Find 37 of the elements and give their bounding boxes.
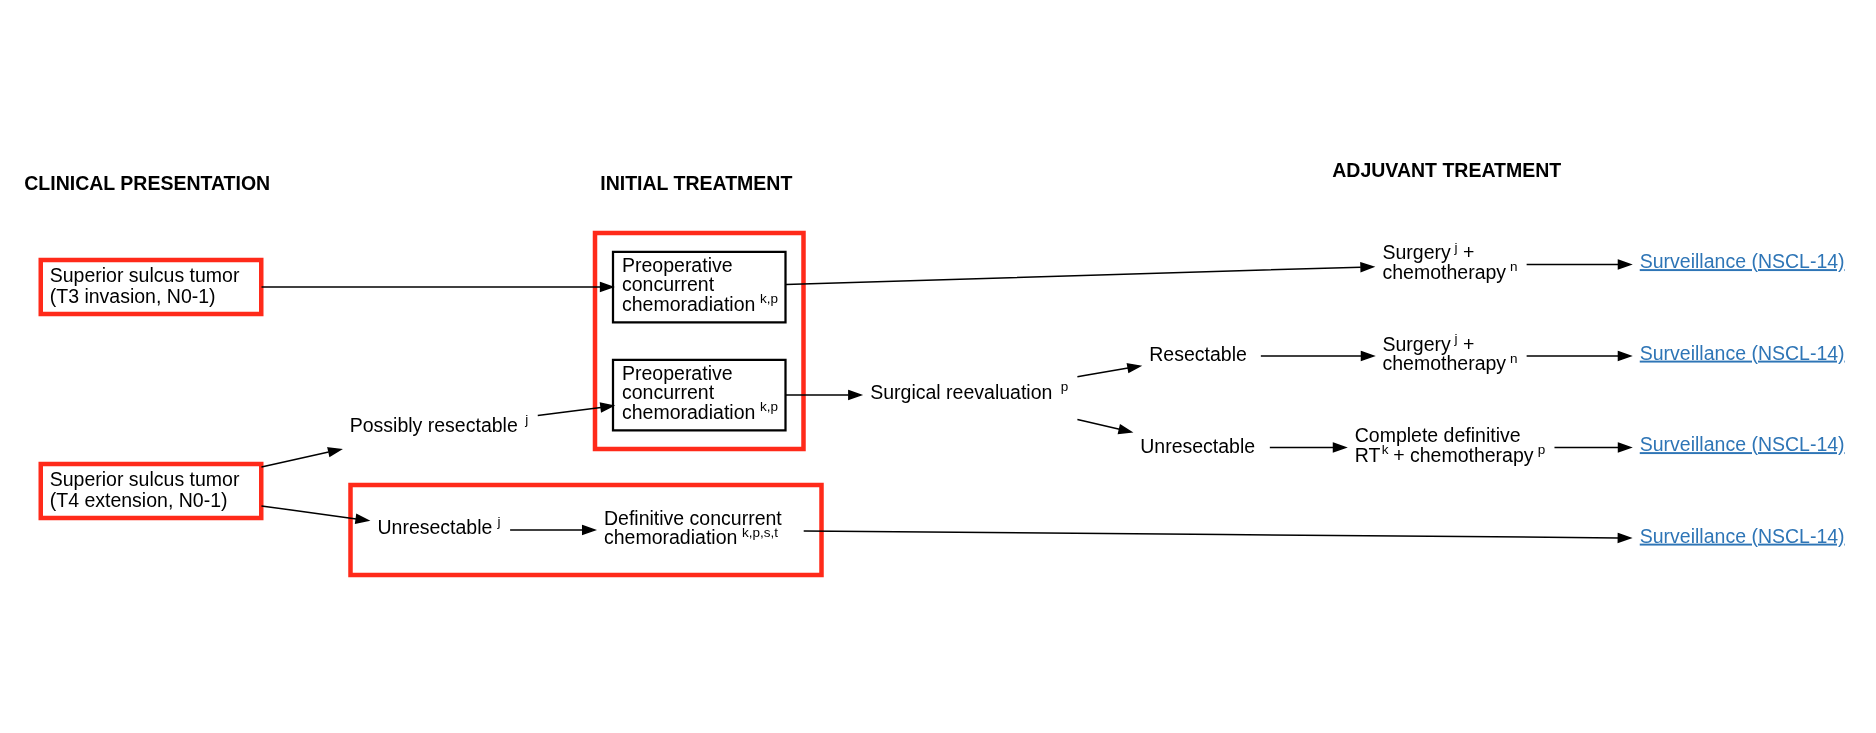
node-text: Definitive concurrent chemoradiation$^{k,p,s,t}$ xyxy=(603,506,782,549)
arrow xyxy=(784,261,1375,286)
arrow xyxy=(536,402,615,417)
arrow xyxy=(1076,418,1133,435)
arrow xyxy=(1076,363,1142,378)
node-box: Superior sulcus tumor (T3 invasion, N0-1) xyxy=(38,257,263,317)
node-text: Surveillance (NSCL-14) xyxy=(1639,250,1845,273)
label: CLINICAL PRESENTATION xyxy=(23,172,270,195)
cluster xyxy=(347,482,824,578)
label: ADJUVANT TREATMENT xyxy=(1331,158,1561,181)
arrow xyxy=(508,524,597,536)
node-text: Surveillance (NSCL-14) xyxy=(1639,524,1845,547)
arrow xyxy=(260,447,343,468)
node-text: Resectable xyxy=(1148,343,1247,366)
node-text: Unresectable xyxy=(1139,434,1255,457)
label: INITIAL TREATMENT xyxy=(599,172,792,195)
node-text: Surgical reevaluation$^{p}$ xyxy=(869,379,1068,403)
node-text: Surgery$^{j}$ + chemotherapy$^{n}$ xyxy=(1382,331,1518,375)
arrow xyxy=(260,281,615,293)
arrow xyxy=(1525,259,1633,270)
node-text: Unresectable$^{j}$ xyxy=(377,514,500,538)
node-box: Preoperative concurrent chemoradiation$^{k,p}$ xyxy=(611,358,787,432)
node-text: Surveillance (NSCL-14) xyxy=(1639,341,1845,364)
arrow xyxy=(260,505,370,524)
node-text: Surveillance (NSCL-14) xyxy=(1639,433,1845,456)
arrow xyxy=(784,389,863,401)
arrow xyxy=(802,530,1633,544)
node-box: Preoperative concurrent chemoradiation$^{k,p}$ xyxy=(611,250,787,324)
node-text: Complete definitive RT$^{k}$ + chemotherapy$^{p}$ xyxy=(1354,424,1545,466)
node-text: Surgery$^{j}$ + chemotherapy$^{n}$ xyxy=(1382,239,1518,283)
arrow xyxy=(1553,442,1633,453)
arrow xyxy=(1259,350,1376,362)
arrow xyxy=(1525,350,1633,362)
node-text: Possibly resectable$^{j}$ xyxy=(349,412,528,436)
cluster xyxy=(592,230,806,452)
arrow xyxy=(1268,442,1348,453)
node-box: Superior sulcus tumor (T4 extension, N0-1) xyxy=(38,461,263,521)
